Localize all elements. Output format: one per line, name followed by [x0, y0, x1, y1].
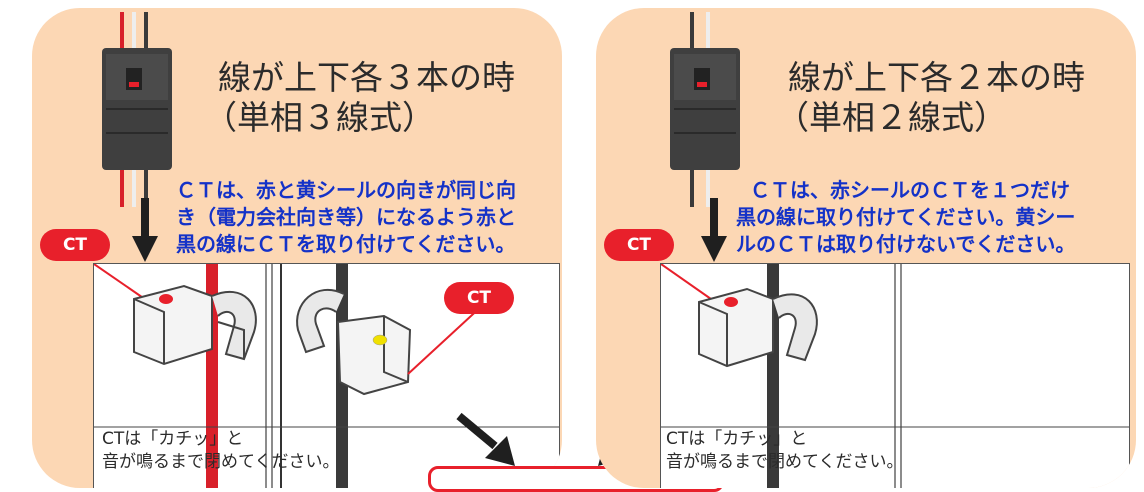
caption-line-2: 音が鳴るまで閉めてください。 [102, 452, 340, 472]
instruction-line-2: き（電力会社向き等）になるよう赤と [176, 205, 516, 229]
caption-line-1: CTは「カチッ」と [666, 429, 808, 449]
title-line-2: （単相２線式） [776, 98, 1007, 137]
instruction-line-3: ルのＣＴは取り付けないでください。 [736, 232, 1076, 256]
instruction-line-1: ＣＴは、赤と黄シールの向きが同じ向 [176, 178, 516, 202]
instruction-line-3: 黒の線にＣＴを取り付けてください。 [176, 232, 516, 256]
caption-line-2: 音が鳴るまで閉めてください。 [666, 452, 904, 472]
ct-badge-yellow: CT [444, 282, 514, 314]
title-line-1: 線が上下各３本の時 [218, 58, 515, 97]
instruction-line-1: ＣＴは、赤シールのＣＴを１つだけ [750, 178, 1070, 202]
ct-badge-red: CT [40, 229, 110, 261]
down-arrow-icon [701, 198, 727, 262]
ct-clamp-2wire-illustration [660, 263, 1129, 488]
title-line-2: （単相３線式） [204, 98, 435, 137]
ct-clamp-red-icon [698, 287, 818, 368]
down-arrow-icon [132, 198, 158, 262]
ct-clamp-red-icon [133, 284, 257, 366]
ct-badge-red: CT [604, 229, 674, 261]
single-phase-2wire-panel: 線が上下各２本の時 （単相２線式） ＣＴは、赤シールのＣＴを１つだけ 黒の線に取… [596, 8, 1136, 488]
breaker-2wire-icon [670, 12, 740, 207]
instruction-line-2: 黒の線に取り付けてください。黄シー [736, 205, 1076, 229]
ct-clamp-photo [660, 263, 1130, 488]
diagonal-arrow-right-icon [456, 412, 515, 466]
title-line-1: 線が上下各２本の時 [788, 58, 1085, 97]
caption-line-1: CTは「カチッ」と [102, 429, 244, 449]
ct-clamp-3wire-illustration [93, 263, 559, 488]
single-phase-3wire-panel: 線が上下各３本の時 （単相３線式） ＣＴは、赤と黄シールの向きが同じ向 き（電力… [32, 8, 562, 488]
ct-clamp-yellow-icon [296, 288, 412, 396]
breaker-3wire-icon [102, 12, 172, 207]
